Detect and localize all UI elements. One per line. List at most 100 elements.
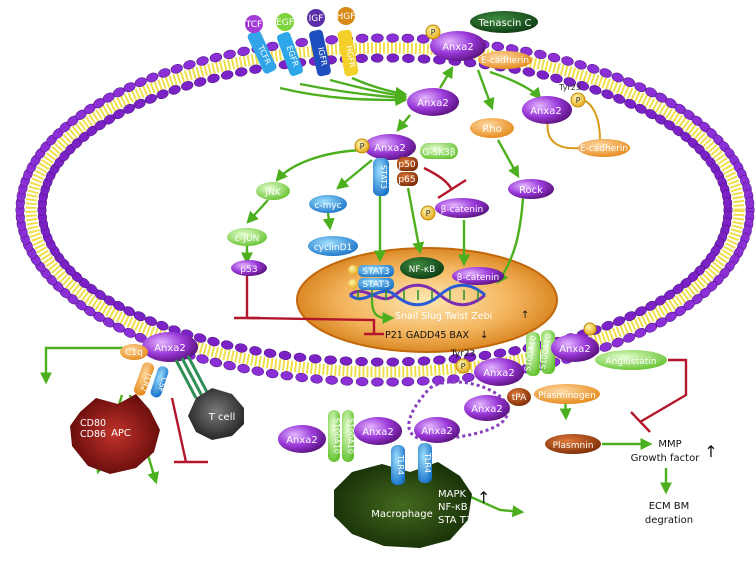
lipid-head — [401, 377, 415, 387]
phospho-top-label: P — [431, 28, 436, 37]
lipid-head — [611, 72, 624, 83]
angiostatin — [595, 350, 667, 370]
lipid-head — [417, 54, 431, 64]
lipid-head — [478, 350, 492, 360]
lipid-head — [310, 374, 323, 384]
lipid-head — [144, 94, 157, 104]
tpa-label: tPA — [512, 393, 527, 403]
plasminogen-label: Plasminogen — [538, 391, 596, 401]
phospho-cyto — [354, 138, 370, 154]
rho — [470, 118, 514, 138]
lipid-head — [293, 352, 307, 362]
lipid-head — [745, 196, 755, 210]
gd-label: γδ — [207, 382, 218, 392]
anxa2-phospho — [364, 134, 416, 160]
macrophage-label: Macrophage — [371, 509, 433, 520]
stat3-cyto-label: STAT3 — [379, 165, 388, 189]
ecm-label-1: ECM BM — [649, 501, 690, 512]
tlr4-b-label: TLR4 — [423, 452, 432, 473]
plasminogen — [534, 384, 600, 404]
anxa2-central — [407, 88, 459, 116]
lipid-head — [339, 356, 353, 366]
lipid-head — [324, 355, 337, 365]
cyclin-d1 — [308, 236, 358, 256]
lipid-head — [401, 33, 415, 43]
lipid-head — [576, 81, 589, 91]
lipid-head — [463, 352, 477, 362]
rho-label: Rho — [482, 124, 501, 135]
beta-catenin-cyto — [435, 198, 489, 218]
phospho-ecad-label: P — [576, 96, 581, 105]
anxa2-membrane-top-label: Anxa2 — [442, 42, 474, 53]
s100a10-a — [526, 332, 540, 376]
tenascin-c — [470, 11, 538, 33]
rock-label: Rock — [519, 185, 543, 196]
lipid-head — [196, 56, 209, 66]
phospho-bcatenin — [420, 205, 436, 221]
jnk — [256, 182, 290, 200]
lipid-head — [265, 369, 279, 379]
phospho-top — [425, 24, 441, 40]
phospho-stat3-b — [348, 279, 358, 289]
lipid-head — [308, 354, 322, 364]
lipid-head — [221, 70, 234, 80]
anxa2-mac-a-label: Anxa2 — [286, 435, 318, 446]
lipid-head — [589, 85, 602, 95]
receptor-hgfr: HGFR HGF — [337, 7, 359, 77]
tcf-label: TCF — [245, 20, 262, 30]
receptor-igfr: IGFR IGF — [307, 9, 331, 77]
genes-up-arrow: ↑ — [521, 310, 529, 321]
nfkb-nuc-label: NF-κB — [409, 265, 436, 275]
lipid-head — [402, 357, 415, 367]
hgf-ligand — [337, 7, 355, 25]
lipid-head — [146, 72, 159, 83]
cmyc-label: c-myc — [314, 201, 341, 211]
tyr23-bottom-label: Tyr23 — [450, 349, 476, 359]
tlr4-a-label: TLR4 — [396, 454, 405, 475]
macrophage-cell — [334, 462, 472, 548]
lipid-head — [563, 77, 576, 87]
gsk3b-label: G-SK3β — [422, 148, 456, 158]
phospho-stat3-a — [348, 265, 358, 275]
tlr2 — [133, 362, 155, 396]
lipid-head — [371, 377, 384, 387]
lipid-head — [156, 89, 169, 100]
tpa — [507, 388, 531, 406]
lipid-head — [207, 73, 220, 84]
lipid-head — [340, 376, 354, 386]
lipid-head — [611, 337, 624, 348]
plasmin — [545, 434, 601, 454]
lipid-head — [355, 357, 368, 367]
anxa2-mac-a — [278, 425, 326, 453]
lipid-head — [295, 37, 308, 48]
lipid-head — [209, 357, 223, 368]
c-myc — [309, 195, 347, 213]
ecadherin-top — [478, 51, 532, 69]
p50-label: p50 — [398, 160, 415, 170]
phospho-bottom-label: P — [461, 362, 466, 371]
lipid-head — [462, 372, 475, 383]
lipid-head — [168, 85, 181, 95]
gsk3b — [420, 143, 458, 159]
anxa2-phospho-label: Anxa2 — [374, 143, 406, 154]
anxa2-plasmin-b-label: Anxa2 — [559, 344, 591, 355]
anxa2-immune — [142, 332, 198, 362]
lipid-head — [280, 371, 294, 381]
egf-ligand — [276, 13, 294, 31]
s100a10-mac-a-label: S100A10 — [332, 418, 341, 454]
tlr4-b — [418, 443, 432, 483]
p53-label: p53 — [240, 265, 257, 275]
lipid-head — [355, 33, 369, 43]
tyr23-top-label: Tyr23 — [558, 83, 581, 92]
lipid-head — [249, 64, 262, 74]
phospho-bcatenin-label: P — [426, 209, 431, 218]
phospho-ecad — [570, 92, 586, 108]
anxa2-central-label: Anxa2 — [417, 98, 449, 109]
gd-tcr — [174, 355, 210, 399]
hgf-label: HGF — [337, 12, 356, 22]
cd80-label: CD80 — [80, 418, 106, 429]
anxa2-plasmin-a-label: Anxa2 — [483, 368, 515, 379]
lipid-head — [433, 355, 446, 365]
lipid-head — [386, 33, 399, 43]
